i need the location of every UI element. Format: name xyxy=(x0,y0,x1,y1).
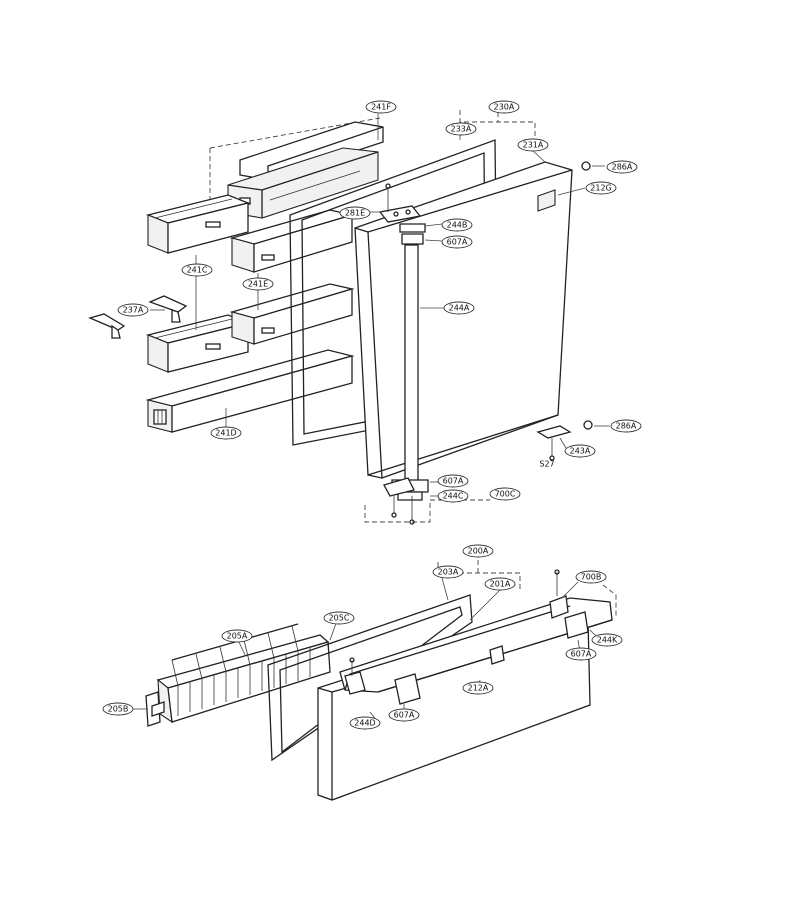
label-205B: 205B xyxy=(102,702,134,716)
label-233A: 233A xyxy=(445,122,477,136)
svg-text:205C: 205C xyxy=(329,614,350,623)
label-200A: 200A xyxy=(462,544,494,558)
label-205A: 205A xyxy=(221,629,253,643)
label-241C: 241C xyxy=(181,263,213,277)
label-607A-top: 607A xyxy=(441,235,473,249)
label-244A: 244A xyxy=(443,301,475,315)
drawer-gasket-203A xyxy=(267,594,473,762)
label-700B: 700B xyxy=(575,570,607,584)
svg-text:231A: 231A xyxy=(523,141,544,150)
svg-text:243A: 243A xyxy=(570,447,591,456)
label-700C: 700C xyxy=(489,487,521,501)
door-stop-243A xyxy=(536,161,593,461)
part-labels: 230A 241F 233A 231A 286A 212G 281E 244B … xyxy=(102,100,642,730)
label-244C: 244C xyxy=(437,489,469,503)
svg-text:241F: 241F xyxy=(371,103,391,112)
svg-text:281E: 281E xyxy=(345,209,365,218)
svg-text:200A: 200A xyxy=(468,547,489,556)
svg-text:286A: 286A xyxy=(616,422,637,431)
label-244D: 244D xyxy=(349,716,381,730)
label-231A: 231A xyxy=(517,138,549,152)
svg-text:230A: 230A xyxy=(494,103,515,112)
drawer-slide-205B xyxy=(145,691,165,727)
label-286A-top: 286A xyxy=(606,160,638,174)
top-hinge-281E xyxy=(378,183,422,223)
svg-text:212G: 212G xyxy=(590,184,611,193)
svg-text:201A: 201A xyxy=(490,580,511,589)
svg-text:286A: 286A xyxy=(612,163,633,172)
svg-text:607A: 607A xyxy=(394,711,415,720)
label-212G: 212G xyxy=(585,181,617,195)
bottom-hinge-bracket xyxy=(383,477,415,525)
svg-text:205B: 205B xyxy=(108,705,129,714)
label-243A: 243A xyxy=(564,444,596,458)
svg-text:212A: 212A xyxy=(468,684,489,693)
svg-text:607A: 607A xyxy=(447,238,468,247)
label-212A: 212A xyxy=(462,681,494,695)
label-241F: 241F xyxy=(365,100,397,114)
svg-text:244K: 244K xyxy=(597,636,618,645)
label-244K: 244K xyxy=(591,633,623,647)
drawer-basket-205A xyxy=(156,623,331,724)
svg-text:244B: 244B xyxy=(447,221,468,230)
svg-text:607A: 607A xyxy=(571,650,592,659)
svg-text:700C: 700C xyxy=(495,490,516,499)
svg-text:237A: 237A xyxy=(123,306,144,315)
top-bin-241F xyxy=(227,121,384,219)
label-205C: 205C xyxy=(323,611,355,625)
svg-text:244C: 244C xyxy=(443,492,464,501)
svg-text:244D: 244D xyxy=(354,719,375,728)
handle-bracket-left xyxy=(344,657,421,705)
svg-text:233A: 233A xyxy=(451,125,472,134)
label-237A: 237A xyxy=(117,303,149,317)
label-607A-bot-right: 607A xyxy=(565,647,597,661)
refrigerator-door-assembly xyxy=(88,110,610,525)
svg-text:241D: 241D xyxy=(215,429,236,438)
label-201A: 201A xyxy=(484,577,516,591)
label-607A-mid: 607A xyxy=(437,474,469,488)
long-bin-241D xyxy=(145,349,355,433)
middle-bin-upper-241E xyxy=(229,209,355,273)
svg-text:244A: 244A xyxy=(449,304,470,313)
label-241E: 241E xyxy=(242,277,274,291)
label-607A-bot: 607A xyxy=(388,708,420,722)
svg-text:205A: 205A xyxy=(227,632,248,641)
svg-text:S27: S27 xyxy=(539,460,554,469)
label-203A: 203A xyxy=(432,565,464,579)
svg-text:203A: 203A xyxy=(438,568,459,577)
label-244B: 244B xyxy=(441,218,473,232)
label-241D: 241D xyxy=(210,426,242,440)
svg-text:607A: 607A xyxy=(443,477,464,486)
label-230A: 230A xyxy=(488,100,520,114)
small-bin-upper-241C xyxy=(145,194,251,254)
egg-tray-237A xyxy=(88,295,188,339)
freezer-drawer-assembly xyxy=(133,560,617,801)
svg-text:700B: 700B xyxy=(581,573,602,582)
door-panel-231A xyxy=(354,161,573,479)
label-281E: 281E xyxy=(339,206,371,220)
label-286A-right: 286A xyxy=(610,419,642,433)
label-S27: S27 xyxy=(539,460,554,469)
svg-text:241E: 241E xyxy=(248,280,268,289)
handle-bracket-right xyxy=(549,569,589,639)
svg-text:241C: 241C xyxy=(187,266,208,275)
